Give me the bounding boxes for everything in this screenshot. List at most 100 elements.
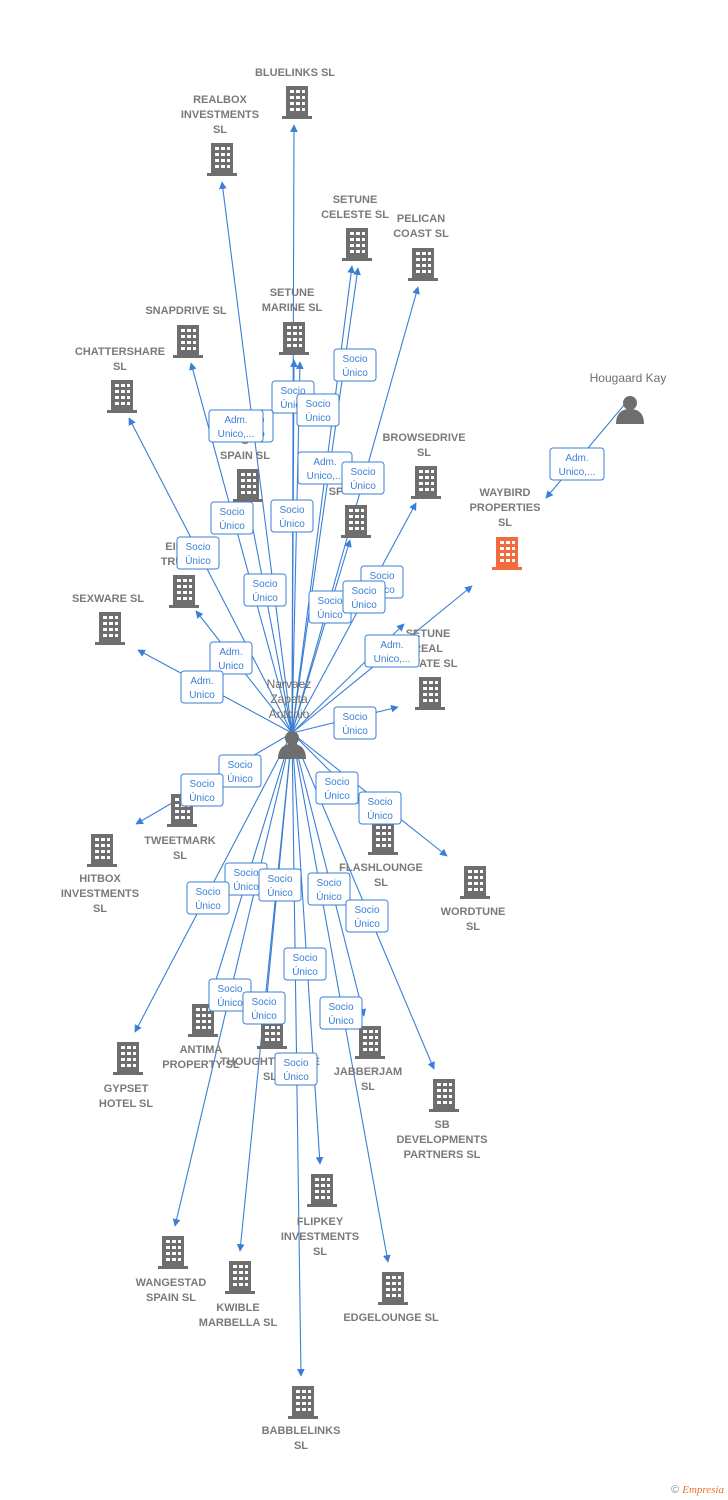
brand-logo[interactable]: Empresia: [682, 1484, 724, 1496]
badge-box[interactable]: [208, 409, 264, 443]
building-icon[interactable]: [355, 1026, 385, 1059]
relation-badge[interactable]: Adm.Unico,...: [549, 447, 605, 481]
badge-box[interactable]: [333, 706, 377, 740]
building-icon[interactable]: [429, 1079, 459, 1112]
badge-box[interactable]: [342, 580, 386, 614]
building-icon[interactable]: [342, 228, 372, 261]
building-icon[interactable]: [415, 677, 445, 710]
building-icon[interactable]: [460, 866, 490, 899]
building-icon[interactable]: [225, 1261, 255, 1294]
company-node-sexware[interactable]: SEXWARE SL: [72, 593, 144, 645]
badge-box[interactable]: [242, 991, 286, 1025]
company-label[interactable]: SP: [329, 486, 344, 498]
badge-box[interactable]: [549, 447, 605, 481]
company-label[interactable]: EDGELOUNGE SL: [343, 1312, 439, 1324]
badge-box[interactable]: [274, 1052, 318, 1086]
badge-box[interactable]: [218, 754, 262, 788]
company-node-snapdrive[interactable]: SNAPDRIVE SL: [145, 305, 227, 358]
badge-box[interactable]: [258, 868, 302, 902]
company-node-sp[interactable]: SP: [329, 486, 371, 538]
company-label[interactable]: SEXWARE SL: [72, 593, 144, 605]
badge-box[interactable]: [341, 461, 385, 495]
badge-box[interactable]: [209, 641, 253, 675]
building-icon[interactable]: [107, 380, 137, 413]
person-node-hougaard[interactable]: Hougaard Kay: [590, 371, 667, 424]
relation-badge[interactable]: Adm.Unico,...: [297, 451, 353, 485]
building-icon[interactable]: [378, 1272, 408, 1305]
badge-box[interactable]: [333, 348, 377, 382]
badge-box[interactable]: [345, 899, 389, 933]
building-icon[interactable]: [207, 143, 237, 176]
badge-box[interactable]: [176, 536, 220, 570]
badge-box[interactable]: [307, 872, 351, 906]
badge-box[interactable]: [358, 791, 402, 825]
building-icon[interactable]: [307, 1174, 337, 1207]
badge-box[interactable]: [270, 499, 314, 533]
building-icon[interactable]: [368, 822, 398, 855]
building-icon[interactable]: [113, 1042, 143, 1075]
building-icon[interactable]: [87, 834, 117, 867]
badge-box[interactable]: [186, 881, 230, 915]
badge-box[interactable]: [283, 947, 327, 981]
company-node-bluelinks[interactable]: BLUELINKS SL: [255, 67, 335, 119]
badge-box[interactable]: [243, 573, 287, 607]
badge-box[interactable]: [319, 996, 363, 1030]
building-icon[interactable]: [408, 248, 438, 281]
building-icon[interactable]: [95, 612, 125, 645]
relation-badge[interactable]: Adm.Unico: [180, 670, 224, 704]
person-icon[interactable]: [278, 731, 306, 759]
building-icon[interactable]: [288, 1386, 318, 1419]
building-icon[interactable]: [492, 537, 522, 570]
building-icon[interactable]: [341, 505, 371, 538]
